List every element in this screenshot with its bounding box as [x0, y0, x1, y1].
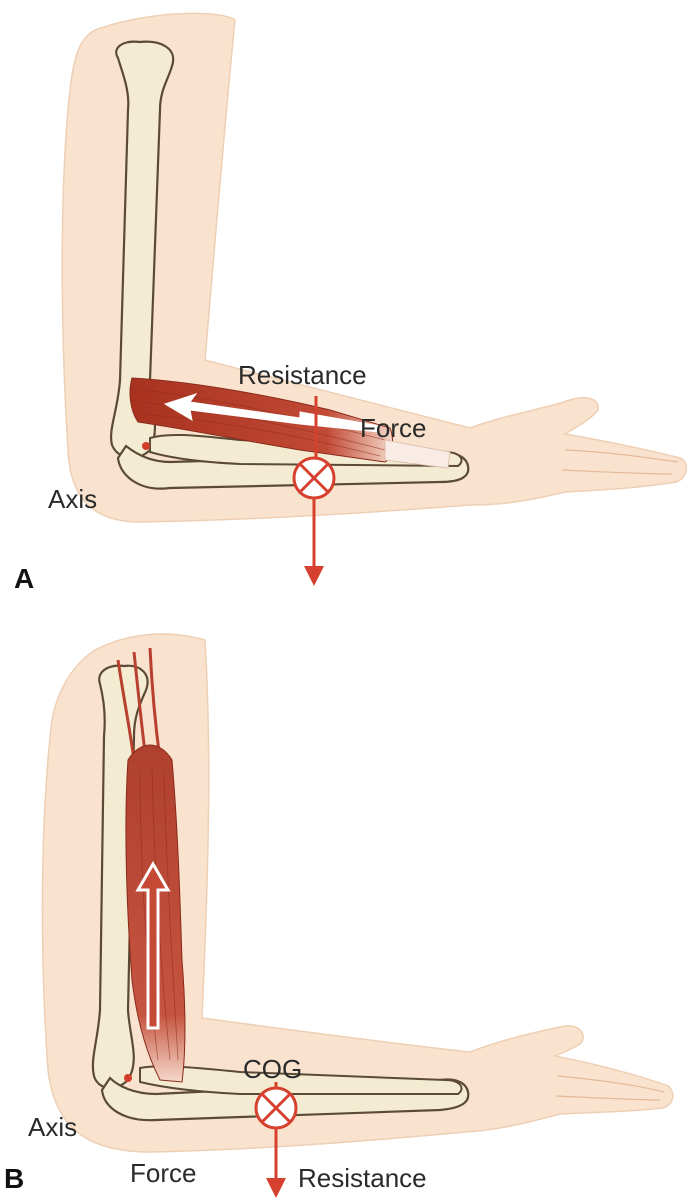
tendon-a — [384, 439, 451, 469]
fingers-b — [555, 1075, 665, 1101]
muscle-a — [129, 377, 393, 463]
force-label-b: Force — [130, 1158, 196, 1188]
humerus-b — [91, 664, 149, 1089]
joint-axis-dot-b — [124, 1074, 132, 1082]
force-arrow-b — [135, 860, 171, 1030]
joint-axis-dot-a — [142, 442, 150, 450]
axis-label-a: Axis — [48, 484, 97, 514]
cog-label-b: COG — [243, 1054, 302, 1084]
force-label-a: Force — [360, 413, 426, 443]
force-arrow-a — [163, 393, 381, 433]
fingers-a — [561, 449, 679, 475]
arm-skin-b — [41, 633, 674, 1153]
panel-a: Resistance Force Axis A — [14, 12, 688, 594]
panel-letter-b: B — [4, 1163, 24, 1194]
axis-label-b: Axis — [28, 1112, 77, 1142]
cog-cross-b — [260, 1092, 292, 1124]
cog-cross-a — [298, 462, 330, 494]
resistance-arrowhead-b — [266, 1178, 286, 1198]
panel-b: COG Axis Force Resistance B — [4, 633, 674, 1198]
resistance-label-a: Resistance — [238, 360, 367, 390]
panel-letter-a: A — [14, 563, 34, 594]
resistance-label-b: Resistance — [298, 1163, 427, 1193]
resistance-arrowhead-a — [304, 566, 324, 586]
